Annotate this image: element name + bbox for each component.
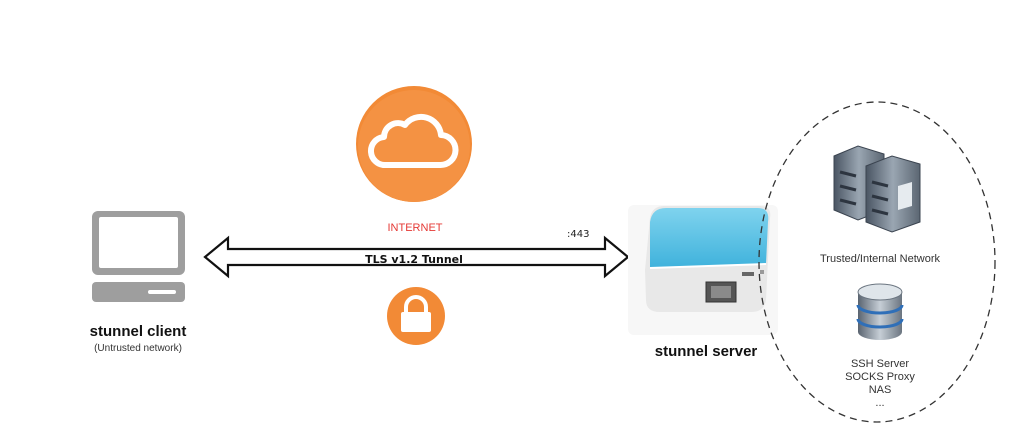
- server-title: stunnel server: [654, 343, 758, 360]
- trusted-network-label: Trusted/Internal Network: [819, 253, 941, 265]
- cloud-icon: [356, 86, 472, 202]
- client-subtitle: (Untrusted network): [94, 343, 182, 354]
- tunnel-port: :443: [567, 229, 590, 240]
- service-item: ...: [875, 397, 885, 409]
- router-icon: [628, 205, 778, 335]
- client-title: stunnel client: [89, 323, 187, 340]
- service-item: SSH Server: [850, 358, 910, 370]
- servers-icon: [833, 145, 921, 233]
- database-icon: [856, 283, 904, 340]
- service-item: SOCKS Proxy: [845, 371, 915, 383]
- internet-label: INTERNET: [387, 222, 443, 234]
- laptop-icon: [92, 211, 185, 302]
- services-list: SSH Server SOCKS Proxy NAS ...: [845, 358, 915, 410]
- trusted-network-boundary: [758, 101, 996, 423]
- lock-icon: [387, 287, 445, 345]
- service-item: NAS: [868, 384, 892, 396]
- tunnel-label: TLS v1.2 Tunnel: [365, 253, 463, 266]
